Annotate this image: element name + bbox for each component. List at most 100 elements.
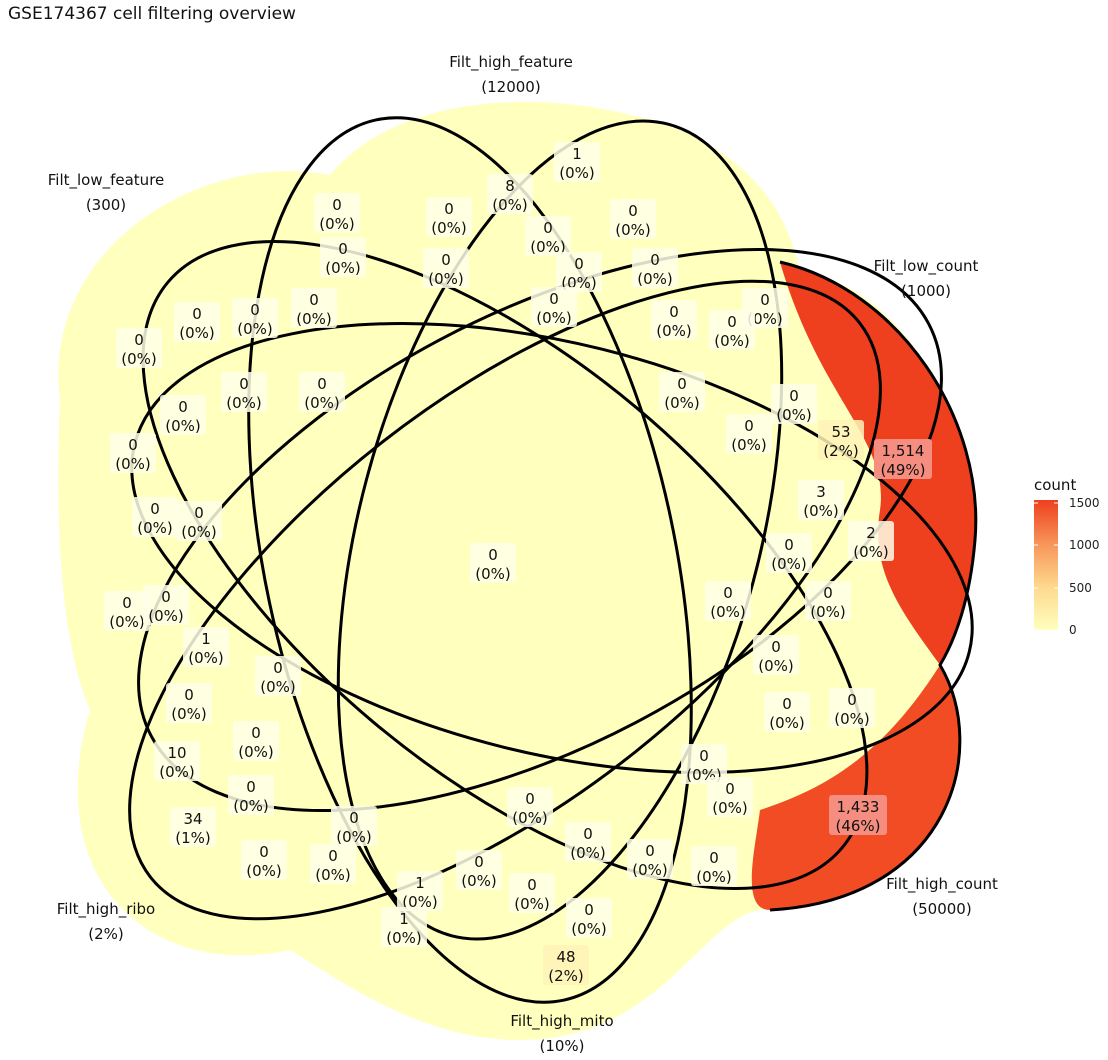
region-label-bg	[221, 372, 267, 412]
region-percent: (0%)	[771, 555, 807, 573]
region-percent: (0%)	[315, 866, 351, 884]
region-count: 0	[250, 301, 260, 319]
region-label-bg	[705, 581, 751, 621]
region-label: 0(0%)	[659, 372, 705, 412]
region-label: 0(0%)	[166, 683, 212, 723]
legend-tick-label: 1000	[1069, 538, 1100, 552]
region-percent: (0%)	[853, 543, 889, 561]
region-count: 0	[723, 584, 733, 602]
region-count: 0	[543, 219, 553, 237]
region-count: 0	[349, 809, 359, 827]
chart-title: GSE174367 cell filtering overview	[8, 4, 296, 24]
region-label-bg	[610, 199, 656, 239]
region-count: 0	[251, 724, 261, 742]
region-count: 0	[645, 842, 655, 860]
set-threshold: (2%)	[88, 925, 124, 943]
region-label-bg	[423, 248, 469, 288]
region-label-bg	[255, 656, 301, 696]
region-count: 0	[192, 305, 202, 323]
region-label: 34(1%)	[170, 807, 216, 847]
region-count: 0	[134, 331, 144, 349]
region-label: 0(0%)	[232, 298, 278, 338]
region-percent: (0%)	[747, 310, 783, 328]
set-outlines-layer	[128, 116, 978, 1004]
set-label: Filt_low_count(1000)	[874, 257, 979, 300]
region-count: 0	[784, 536, 794, 554]
region-count: 0	[184, 686, 194, 704]
region-label: 53(2%)	[818, 420, 864, 460]
region-label: 0(0%)	[174, 302, 220, 342]
region-percent: (46%)	[835, 817, 880, 835]
region-percent: (0%)	[188, 649, 224, 667]
region-count: 0	[760, 291, 770, 309]
region-count: 2	[866, 524, 876, 542]
region-count: 8	[505, 177, 515, 195]
region-label: 0(0%)	[753, 635, 799, 675]
region-label-bg	[627, 839, 673, 879]
region-label: 0(0%)	[176, 501, 222, 541]
region-label-bg	[874, 439, 932, 479]
region-percent: (0%)	[386, 929, 422, 947]
region-label-bg	[487, 174, 533, 214]
region-percent: (0%)	[834, 710, 870, 728]
region-label-bg	[143, 585, 189, 625]
region-count: 53	[831, 423, 850, 441]
region-percent: (0%)	[165, 417, 201, 435]
region-count: 0	[584, 901, 594, 919]
region-count: 0	[669, 303, 679, 321]
region-label: 1(0%)	[397, 871, 443, 911]
region-percent: (0%)	[325, 259, 361, 277]
region-label: 0(0%)	[299, 372, 345, 412]
region-count: 0	[574, 255, 584, 273]
set-outline-count	[769, 260, 978, 912]
region-percent: (0%)	[431, 219, 467, 237]
region-count: 0	[823, 584, 833, 602]
region-label-bg	[771, 384, 817, 424]
region-label: 0(0%)	[331, 806, 377, 846]
region-count: 10	[167, 744, 186, 762]
set-names-layer: Filt_high_feature(12000)Filt_low_count(1…	[48, 53, 998, 1055]
region-percent: (0%)	[115, 455, 151, 473]
region-label-bg	[554, 142, 600, 182]
region-label: 8(0%)	[487, 174, 533, 214]
region-label-bg	[154, 741, 200, 781]
region-count: 0	[782, 695, 792, 713]
region-label-bg	[314, 193, 360, 233]
region-label-bg	[798, 480, 844, 520]
legend-tick-label: 0	[1069, 623, 1077, 637]
region-label: 0(0%)	[764, 692, 810, 732]
region-percent: (2%)	[823, 442, 859, 460]
region-label-bg	[659, 372, 705, 412]
region-percent: (0%)	[246, 862, 282, 880]
region-percent: (0%)	[109, 613, 145, 631]
region-label-bg	[556, 252, 602, 292]
region-label: 0(0%)	[726, 414, 772, 454]
region-label: 0(0%)	[707, 777, 753, 817]
region-label: 0(0%)	[565, 822, 611, 862]
region-label-bg	[681, 744, 727, 784]
region-percent: (0%)	[171, 705, 207, 723]
legend-tick-label: 1500	[1069, 496, 1100, 510]
region-label: 1(0%)	[381, 907, 427, 947]
region-label-bg	[104, 591, 150, 631]
region-count: 3	[816, 483, 826, 501]
region-count: 0	[194, 504, 204, 522]
region-label-bg	[228, 775, 274, 815]
region-label: 0(0%)	[525, 216, 571, 256]
region-label: 0(0%)	[320, 237, 366, 277]
region-count: 0	[727, 313, 737, 331]
region-count: 0	[309, 291, 319, 309]
region-count: 0	[847, 691, 857, 709]
region-label: 0(0%)	[470, 543, 516, 583]
region-label-bg	[691, 846, 737, 886]
region-label-bg	[110, 433, 156, 473]
region-percent: (0%)	[656, 322, 692, 340]
region-label-bg	[397, 871, 443, 911]
region-count: 0	[789, 387, 799, 405]
region-count: 0	[699, 747, 709, 765]
region-count: 34	[183, 810, 202, 828]
region-percent: (0%)	[181, 523, 217, 541]
region-label-bg	[160, 395, 206, 435]
region-label-bg	[174, 302, 220, 342]
region-label-bg	[507, 787, 553, 827]
